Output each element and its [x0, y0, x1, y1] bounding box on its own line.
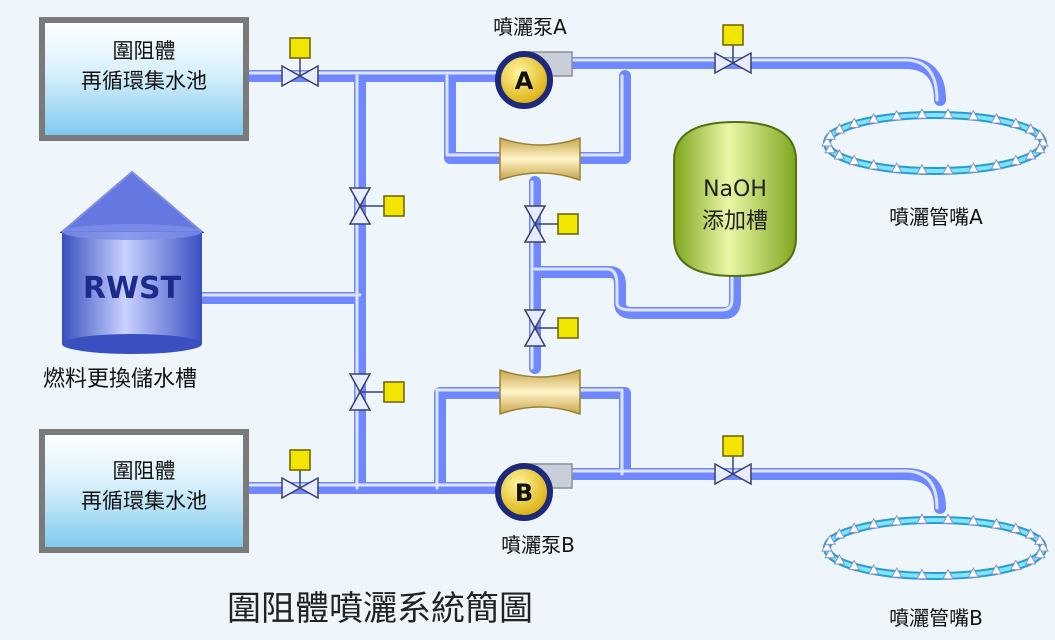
- containment-sump-a: 圍阻體 再循環集水池: [39, 17, 249, 141]
- spray-nozzle-icon: [833, 122, 846, 134]
- spray-nozzle-icon: [1009, 522, 1022, 533]
- rwst-caption: 燃料更換儲水槽: [43, 367, 197, 392]
- valve-discharge-a[interactable]: [714, 24, 752, 75]
- spray-nozzle-icon: [1024, 553, 1037, 565]
- sump-b-label-line1: 圍阻體: [113, 459, 176, 483]
- rwst-tank: RWST: [59, 170, 205, 354]
- spray-nozzle-icon: [990, 112, 1003, 124]
- spray-nozzle-icon: [1037, 540, 1049, 552]
- spray-nozzle-icon: [848, 522, 861, 533]
- spray-nozzle-icon: [1024, 148, 1037, 160]
- spray-nozzle-icon: [990, 159, 1003, 170]
- spray-nozzle-icon: [867, 564, 880, 575]
- spray-nozzle-icon: [890, 567, 903, 578]
- naoh-label-line1: NaOH: [703, 177, 767, 202]
- spray-nozzle-icon: [967, 567, 980, 578]
- spray-nozzle-icon: [990, 564, 1003, 575]
- spray-nozzle-icon: [833, 553, 846, 565]
- spray-nozzle-icon: [916, 513, 928, 524]
- containment-sump-b: 圍阻體 再循環集水池: [39, 429, 249, 553]
- spray-nozzle-icon: [967, 162, 980, 173]
- spray-nozzle-icon: [942, 163, 954, 175]
- eductor-a: [499, 136, 581, 182]
- spray-nozzle-icon: [1037, 135, 1049, 147]
- spray-nozzle-icon: [833, 527, 846, 539]
- spray-pump-b: B: [495, 463, 573, 521]
- spray-nozzle-icon: [942, 513, 954, 524]
- eductor-b: [499, 368, 581, 416]
- valve-discharge-b[interactable]: [714, 435, 752, 486]
- spray-nozzle-icon: [916, 163, 928, 175]
- nozzle-a-caption: 噴灑管嘴A: [889, 205, 983, 229]
- spray-nozzle-icon: [990, 517, 1003, 529]
- spray-nozzle-icon: [942, 568, 954, 580]
- spray-nozzle-icon: [1034, 534, 1046, 545]
- nozzle-b-caption: 噴灑管嘴B: [889, 606, 983, 630]
- spray-nozzle-icon: [833, 148, 846, 160]
- sump-a-label-line2: 再循環集水池: [81, 69, 207, 93]
- spray-nozzle-ring-b: [821, 513, 1049, 580]
- spray-nozzle-icon: [1009, 117, 1022, 128]
- diagram-title: 圍阻體噴灑系統簡圖: [227, 589, 533, 629]
- spray-nozzle-icon: [916, 568, 928, 580]
- spray-nozzle-ring-a: [821, 108, 1049, 175]
- spray-nozzle-icon: [867, 159, 880, 170]
- valve-sump-a[interactable]: [281, 37, 319, 88]
- spray-nozzle-icon: [890, 514, 903, 526]
- valve-rwst-lower[interactable]: [348, 373, 405, 411]
- pump-b-letter: B: [515, 479, 533, 507]
- naoh-label-line2: 添加槽: [702, 209, 768, 234]
- spray-nozzle-icon: [890, 162, 903, 173]
- spray-nozzle-icon: [1034, 142, 1046, 154]
- spray-nozzle-icon: [942, 108, 954, 119]
- valve-naoh-upper[interactable]: [523, 205, 579, 243]
- spray-nozzle-icon: [848, 154, 861, 166]
- pump-b-caption: 噴灑泵B: [501, 533, 575, 557]
- pump-a-letter: A: [515, 67, 534, 95]
- spray-nozzle-icon: [824, 534, 836, 545]
- spray-nozzle-icon: [821, 540, 833, 552]
- spray-nozzle-icon: [848, 117, 861, 128]
- spray-nozzle-icon: [967, 514, 980, 526]
- sump-a-label-line1: 圍阻體: [113, 39, 176, 63]
- spray-nozzle-icon: [867, 112, 880, 124]
- valve-rwst-upper[interactable]: [348, 187, 405, 225]
- spray-nozzle-icon: [1034, 547, 1046, 559]
- spray-nozzle-icon: [1024, 122, 1037, 134]
- spray-nozzle-icon: [821, 135, 833, 147]
- naoh-tank: NaOH 添加槽: [673, 120, 797, 278]
- spray-nozzle-icon: [848, 559, 861, 571]
- spray-nozzle-icon: [1009, 559, 1022, 571]
- pump-a-caption: 噴灑泵A: [493, 15, 567, 39]
- spray-nozzle-icon: [824, 547, 836, 559]
- sump-b-label-line2: 再循環集水池: [81, 489, 207, 513]
- spray-pump-a: A: [495, 51, 573, 109]
- rwst-label: RWST: [83, 271, 182, 306]
- valves: [281, 24, 752, 500]
- spray-nozzle-icon: [867, 517, 880, 529]
- valve-naoh-lower[interactable]: [523, 309, 579, 347]
- spray-nozzle-icon: [1034, 129, 1046, 140]
- spray-nozzle-icon: [916, 108, 928, 119]
- spray-nozzle-icon: [1024, 527, 1037, 539]
- spray-nozzle-icon: [890, 109, 903, 121]
- spray-nozzle-icon: [824, 142, 836, 154]
- spray-nozzle-icon: [824, 129, 836, 140]
- spray-nozzle-icon: [1009, 154, 1022, 166]
- spray-nozzle-icon: [967, 109, 980, 121]
- valve-sump-b[interactable]: [281, 449, 319, 500]
